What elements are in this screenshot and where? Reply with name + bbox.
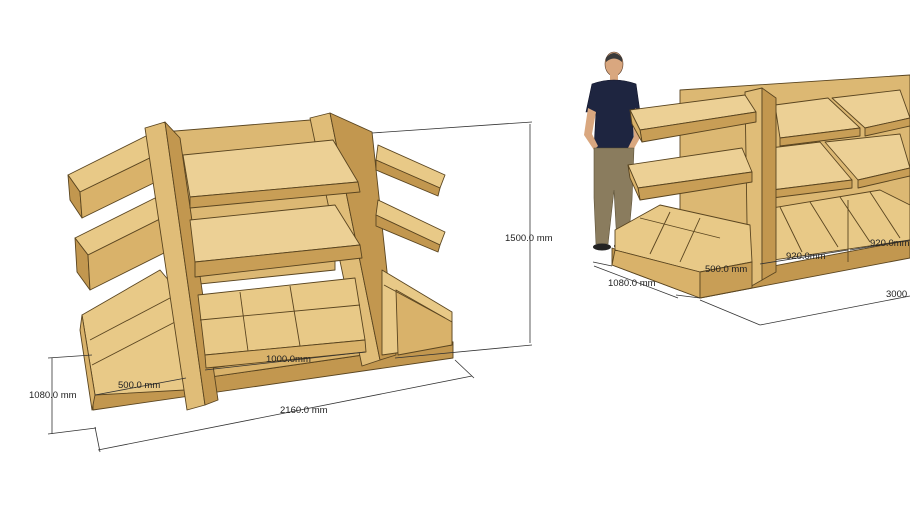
dim-bay-2-label: 920.0mm — [870, 238, 910, 249]
dim-height-label: 1500.0 mm — [505, 233, 553, 244]
dim-end-bay-label: 500.0 mm — [705, 264, 747, 275]
right-dimensions: 1080.0 mm 500.0 mm 920.0mm 920.0mm 3000 — [592, 238, 910, 326]
dim-bay-1-label: 920.0mm — [786, 251, 826, 262]
dim-width-label: 2160.0 mm — [280, 405, 328, 416]
left-dimensions: 1500.0 mm 1080.0 mm 2160.0 mm 500.0 mm 1… — [29, 121, 553, 453]
right-long-shelf-mid-2 — [824, 133, 910, 181]
right-display-unit: 1080.0 mm 500.0 mm 920.0mm 920.0mm 3000 — [592, 74, 910, 326]
dim-length-label: 3000 — [886, 289, 907, 300]
dim-depth-label: 1080.0 mm — [29, 390, 77, 401]
person-figure — [584, 51, 641, 251]
right-long-shelf-top-2 — [831, 89, 910, 129]
left-display-unit: 1500.0 mm 1080.0 mm 2160.0 mm 500.0 mm 1… — [29, 112, 553, 453]
dim-center-bay-label: 1000.0mm — [266, 354, 311, 365]
dim-side-bay-label: 500.0 mm — [118, 380, 160, 391]
dim-right-depth-label: 1080.0 mm — [608, 278, 656, 289]
